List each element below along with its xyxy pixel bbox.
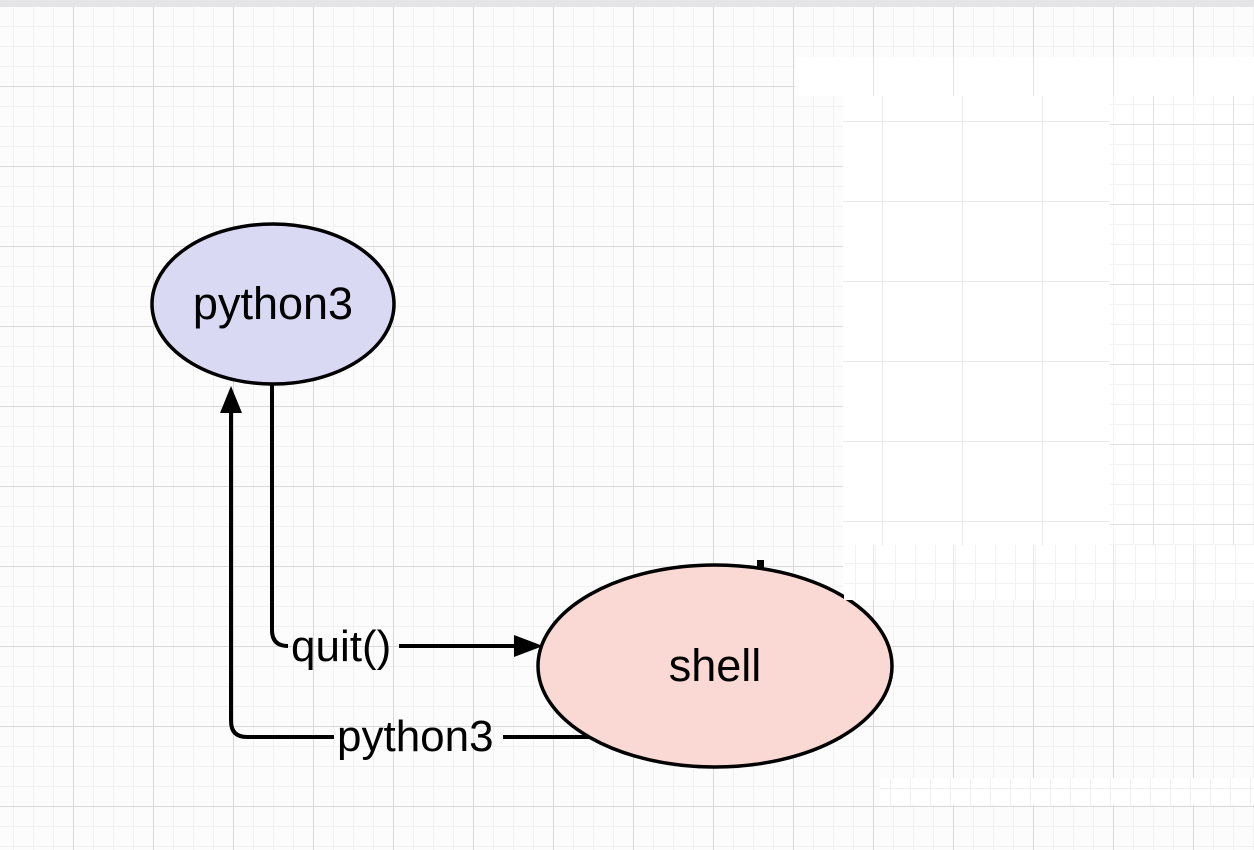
edge-python3-label[interactable]: python3	[337, 712, 494, 761]
node-python3[interactable]: python3	[150, 222, 396, 386]
python3-node-label: python3	[193, 278, 353, 329]
edge-quit-label[interactable]: quit()	[291, 622, 391, 671]
arrowhead-right-icon	[514, 635, 543, 657]
arrowhead-up-icon	[220, 386, 242, 413]
node-shell[interactable]: shell	[536, 563, 894, 769]
shell-node-label: shell	[669, 640, 762, 691]
python3-ellipse[interactable]	[150, 222, 396, 386]
canvas-render-patch	[795, 57, 1254, 96]
edge-quit-line-start[interactable]	[270, 385, 289, 648]
window-top-strip	[0, 0, 1254, 7]
canvas-render-patch	[1110, 96, 1254, 590]
edge-python3-line-end[interactable]	[229, 412, 334, 739]
canvas-render-patch-overlay	[844, 545, 1254, 600]
edge-quit[interactable]: quit()	[270, 385, 543, 671]
canvas-render-patch	[843, 96, 1110, 590]
shell-ellipse[interactable]	[536, 563, 894, 769]
edge-python3[interactable]: python3	[220, 386, 589, 761]
render-artifact-tick	[757, 560, 764, 568]
canvas-render-patch	[880, 778, 1254, 805]
